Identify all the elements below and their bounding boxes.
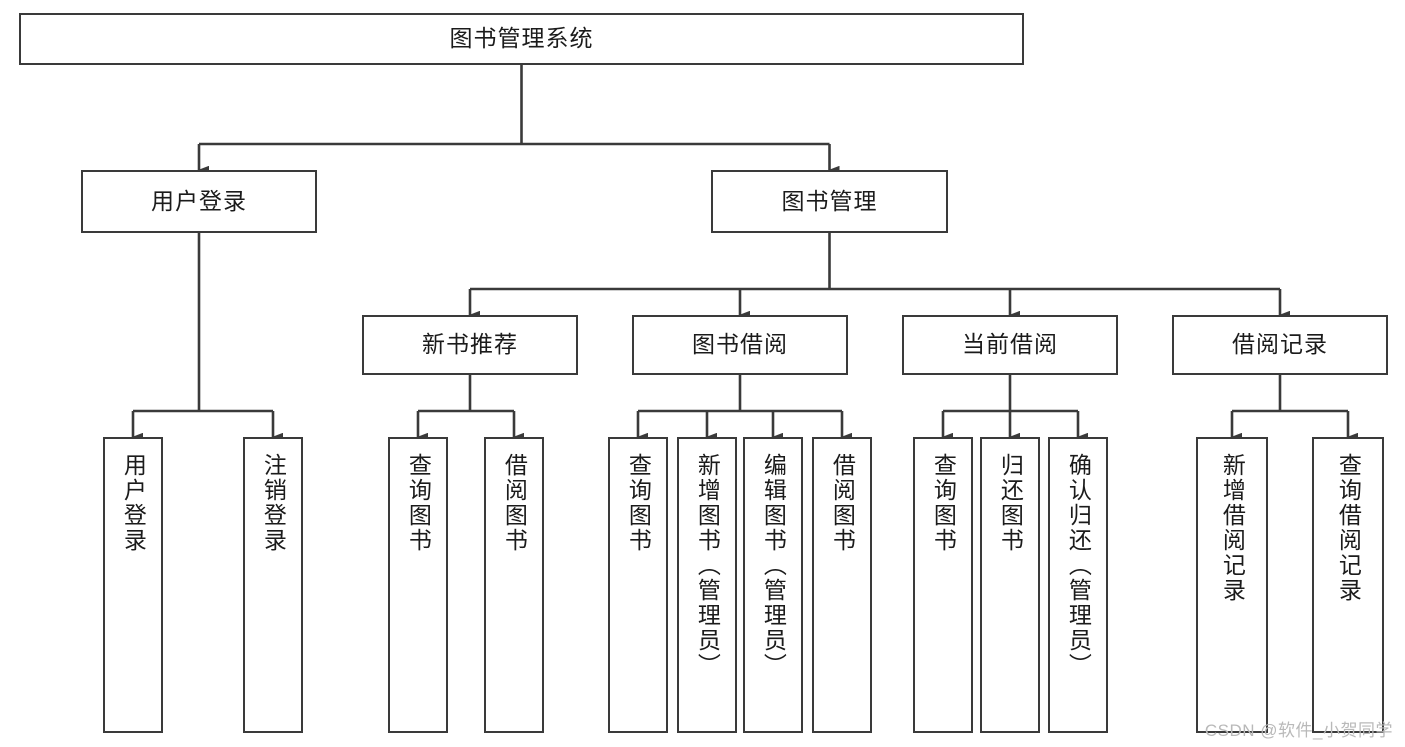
node-leaf-rec-borrow[interactable]: 借阅图书: [484, 437, 544, 733]
node-book-borrow[interactable]: 图书借阅: [632, 315, 848, 375]
node-label-leaf-user-login: 用户登录: [120, 453, 147, 553]
node-label-new-book-rec: 新书推荐: [422, 331, 518, 358]
node-label-user-login: 用户登录: [151, 187, 247, 214]
node-book-manage[interactable]: 图书管理: [711, 170, 948, 233]
node-root[interactable]: 图书管理系统: [19, 13, 1024, 65]
node-label-book-manage: 图书管理: [781, 187, 878, 214]
node-label-leaf-rechist-query: 查询借阅记录: [1335, 453, 1362, 603]
node-leaf-rec-query[interactable]: 查询图书: [388, 437, 448, 733]
node-label-leaf-rec-borrow: 借阅图书: [501, 453, 528, 553]
node-label-leaf-cur-return: 归还图书: [997, 453, 1024, 553]
node-borrow-record[interactable]: 借阅记录: [1172, 315, 1388, 375]
node-label-leaf-cur-confirm: 确认归还（管理员）: [1065, 453, 1092, 678]
node-label-leaf-borrow-edit: 编辑图书（管理员）: [760, 453, 787, 678]
node-user-login[interactable]: 用户登录: [81, 170, 317, 233]
node-label-leaf-rechist-add: 新增借阅记录: [1219, 453, 1246, 603]
node-label-leaf-borrow-lend: 借阅图书: [829, 453, 856, 553]
node-label-book-borrow: 图书借阅: [692, 331, 788, 358]
node-current-borrow[interactable]: 当前借阅: [902, 315, 1118, 375]
node-leaf-rechist-add[interactable]: 新增借阅记录: [1196, 437, 1268, 733]
node-label-leaf-cur-query: 查询图书: [930, 453, 957, 553]
node-leaf-user-logout[interactable]: 注销登录: [243, 437, 303, 733]
node-leaf-cur-return[interactable]: 归还图书: [980, 437, 1040, 733]
node-label-leaf-borrow-query: 查询图书: [625, 453, 652, 553]
node-label-leaf-user-logout: 注销登录: [260, 453, 287, 553]
node-leaf-user-login[interactable]: 用户登录: [103, 437, 163, 733]
node-label-root: 图书管理系统: [449, 25, 594, 52]
node-leaf-cur-confirm[interactable]: 确认归还（管理员）: [1048, 437, 1108, 733]
node-leaf-cur-query[interactable]: 查询图书: [913, 437, 973, 733]
node-label-current-borrow: 当前借阅: [962, 331, 1058, 358]
node-leaf-borrow-edit[interactable]: 编辑图书（管理员）: [743, 437, 803, 733]
node-leaf-borrow-query[interactable]: 查询图书: [608, 437, 668, 733]
csdn-watermark: CSDN @软件_小贺同学: [1204, 721, 1393, 740]
node-label-leaf-borrow-add: 新增图书（管理员）: [694, 453, 721, 678]
node-leaf-rechist-query[interactable]: 查询借阅记录: [1312, 437, 1384, 733]
node-label-leaf-rec-query: 查询图书: [405, 453, 432, 553]
node-leaf-borrow-add[interactable]: 新增图书（管理员）: [677, 437, 737, 733]
node-new-book-rec[interactable]: 新书推荐: [362, 315, 578, 375]
node-label-borrow-record: 借阅记录: [1232, 331, 1328, 358]
node-leaf-borrow-lend[interactable]: 借阅图书: [812, 437, 872, 733]
